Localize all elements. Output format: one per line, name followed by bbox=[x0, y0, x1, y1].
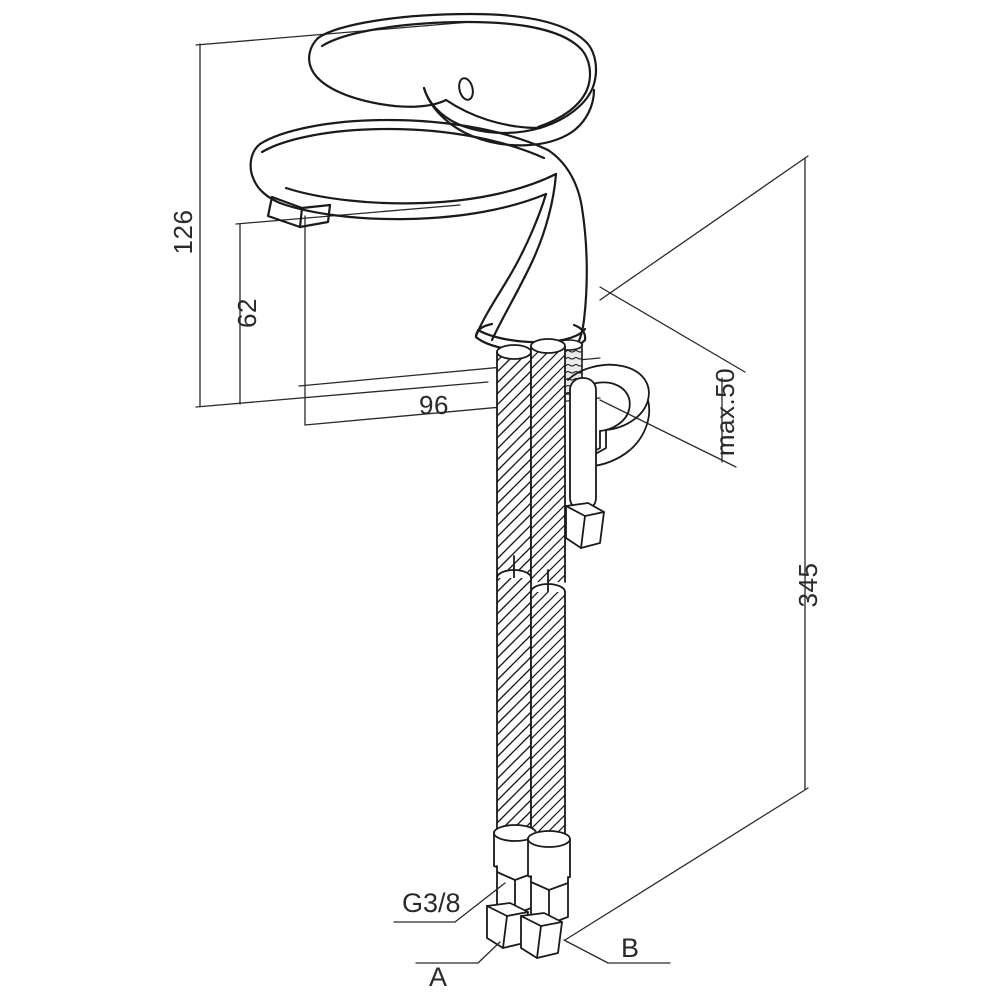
callout-label-g38: G3/8 bbox=[402, 888, 461, 918]
body-inner-sweep bbox=[490, 172, 558, 342]
extension-line-62-top bbox=[235, 204, 461, 225]
callout-leaders bbox=[393, 882, 671, 964]
spout-bottom-edge bbox=[278, 192, 548, 221]
mounting-bracket-assembly bbox=[565, 363, 651, 549]
extension-line-345-top bbox=[599, 155, 809, 301]
dimension-label-126: 126 bbox=[168, 210, 198, 255]
leader-a-slant bbox=[477, 941, 501, 964]
callout-text-group: G3/8 A B bbox=[402, 888, 639, 992]
hose-left-top-ring bbox=[496, 344, 532, 360]
callout-label-b: B bbox=[621, 933, 639, 963]
callout-label-a: A bbox=[429, 962, 447, 992]
dimension-label-62: 62 bbox=[232, 298, 262, 328]
dimension-label-345: 345 bbox=[793, 563, 823, 608]
hose-left-upper bbox=[496, 344, 532, 579]
leader-g38-slant bbox=[454, 882, 506, 923]
bracket-right-side bbox=[589, 399, 651, 467]
extension-line-126-bottom bbox=[195, 381, 489, 408]
extension-line-126-top bbox=[195, 21, 471, 46]
dimension-text-group: 126 62 96 max.50 345 bbox=[168, 210, 823, 608]
hose-right-lower bbox=[530, 591, 566, 843]
mounting-stud bbox=[569, 377, 597, 511]
lever-indicator-hole bbox=[458, 77, 474, 101]
body-left-outline bbox=[474, 192, 548, 338]
spout-mid-line bbox=[284, 172, 558, 205]
spout-top-rim bbox=[260, 127, 546, 160]
handle-rim-line bbox=[320, 20, 592, 129]
base-flange-left bbox=[474, 322, 494, 339]
hose-right-top-ring bbox=[530, 338, 566, 354]
bracket-hex-nut-edge bbox=[580, 515, 586, 549]
dimension-label-max50: max.50 bbox=[710, 368, 740, 456]
faucet-spout-body bbox=[249, 118, 588, 354]
extension-line-max50-bottom bbox=[599, 399, 737, 468]
hose-right-upper bbox=[530, 338, 566, 583]
spout-nose bbox=[249, 142, 282, 205]
hose-left-lower bbox=[496, 577, 532, 837]
dimension-label-96: 96 bbox=[419, 390, 449, 420]
hose-end-fitting-right bbox=[520, 830, 571, 959]
hose-end-fitting-left bbox=[486, 824, 537, 949]
dimension-lines-group bbox=[195, 21, 809, 941]
spout-top-edge bbox=[258, 118, 550, 152]
leader-b-slant bbox=[563, 939, 609, 964]
handle-lower-contour bbox=[422, 86, 596, 147]
bracket-top-outer bbox=[567, 363, 650, 431]
handle-left-curve bbox=[308, 36, 448, 108]
extension-line-max50-top bbox=[599, 286, 746, 373]
faucet-lever-handle bbox=[308, 12, 598, 147]
handle-body-sweep bbox=[444, 98, 542, 130]
aerator-outlet-edge bbox=[298, 206, 304, 229]
extension-line-345-bottom bbox=[564, 787, 809, 941]
body-right-outline bbox=[546, 148, 588, 354]
